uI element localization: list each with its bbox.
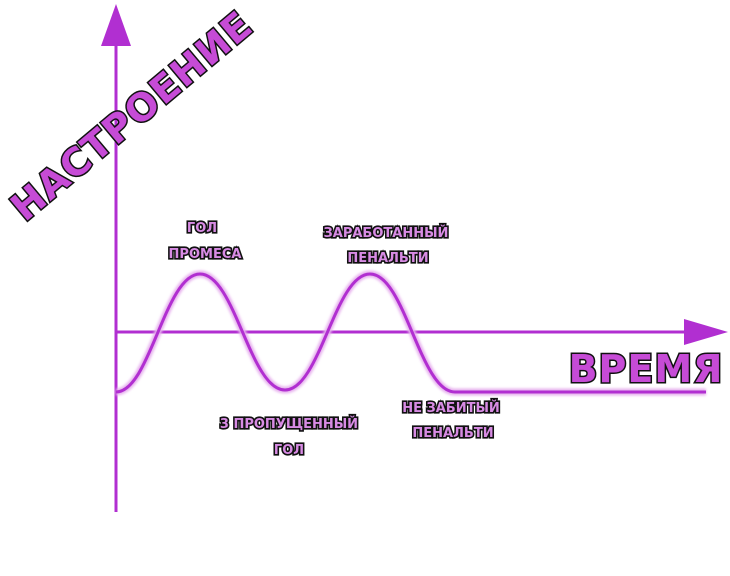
label-missed-penalty-line1: НЕ ЗАБИТЫЙ [402,400,500,416]
y-axis-arrowhead [101,4,131,46]
label-goal-miss-line1: ГОЛ [187,221,217,236]
label-conceded-goal-line2: ГОЛ [274,443,304,458]
x-axis-arrowhead [684,319,728,345]
x-axis-title: ВРЕМЯ [569,347,724,391]
y-axis-title: НАСТРОЕНИЕ [2,3,261,230]
label-goal-miss-line2: ПРОМЕСА [169,247,242,262]
label-missed-penalty-line2: ПЕНАЛЬТИ [412,426,493,441]
mood-curve [115,272,706,394]
label-conceded-goal-line1: 3 ПРОПУЩЕННЫЙ [220,416,358,432]
label-earned-penalty-line2: ПЕНАЛЬТИ [347,251,428,266]
label-earned-penalty-line1: ЗАРАБОТАННЫЙ [324,225,449,241]
